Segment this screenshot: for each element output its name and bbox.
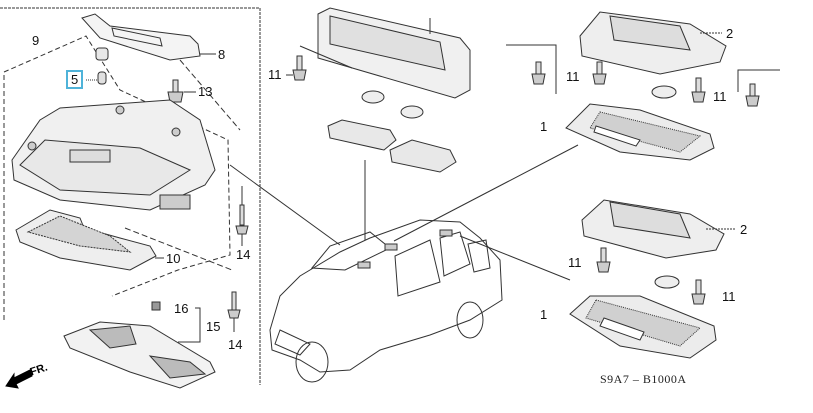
vehicle-outline (269, 144, 579, 383)
callout-13: 13 (198, 84, 213, 99)
bolt-13 (167, 79, 196, 103)
left-group-frame (0, 7, 261, 385)
console-bracket (81, 13, 216, 61)
bolt-14-lower (227, 291, 241, 332)
callout-2-upper: 2 (726, 26, 734, 41)
frame-right-upper (506, 44, 780, 94)
callout-8: 8 (218, 47, 226, 62)
callout-11-upper-right: 11 (713, 89, 727, 104)
callout-9: 9 (32, 33, 40, 48)
callout-1-upper: 1 (540, 119, 548, 134)
callout-11-lower-right: 11 (722, 289, 736, 304)
callout-1-lower: 1 (540, 307, 548, 322)
map-light-housing (317, 7, 471, 99)
bolt-11-center (286, 45, 353, 81)
callout-11-center: 11 (268, 67, 282, 82)
callout-10: 10 (166, 251, 181, 266)
diagram-code: S9A7 – B1000A (600, 372, 687, 386)
callout-14-lower: 14 (228, 337, 243, 352)
callout-16: 16 (174, 301, 189, 316)
bolts-upper (531, 61, 760, 107)
callout-2-lower: 2 (740, 222, 748, 237)
overhead-console (11, 99, 216, 211)
callout-15: 15 (206, 319, 221, 334)
bulb-center (361, 90, 424, 119)
map-light-lens-15 (63, 301, 216, 389)
room-light-lens-lower (569, 295, 717, 359)
console-lens-10 (15, 209, 164, 271)
front-direction-arrow (5, 369, 33, 389)
bolt-14-upper (235, 186, 249, 246)
callout-14-upper: 14 (236, 247, 251, 262)
callout-11-lower-left: 11 (568, 255, 582, 270)
clip-part (86, 47, 109, 85)
callout-11-upper-left: 11 (566, 69, 580, 84)
callout-5-highlighted[interactable]: 5 (66, 70, 84, 89)
bolts-lower (596, 247, 706, 305)
room-light-lens-upper (565, 103, 715, 161)
room-light-upper (579, 11, 727, 75)
map-light-lenses (327, 119, 457, 240)
group-9-outline (3, 35, 231, 320)
room-light-lower (581, 199, 736, 259)
